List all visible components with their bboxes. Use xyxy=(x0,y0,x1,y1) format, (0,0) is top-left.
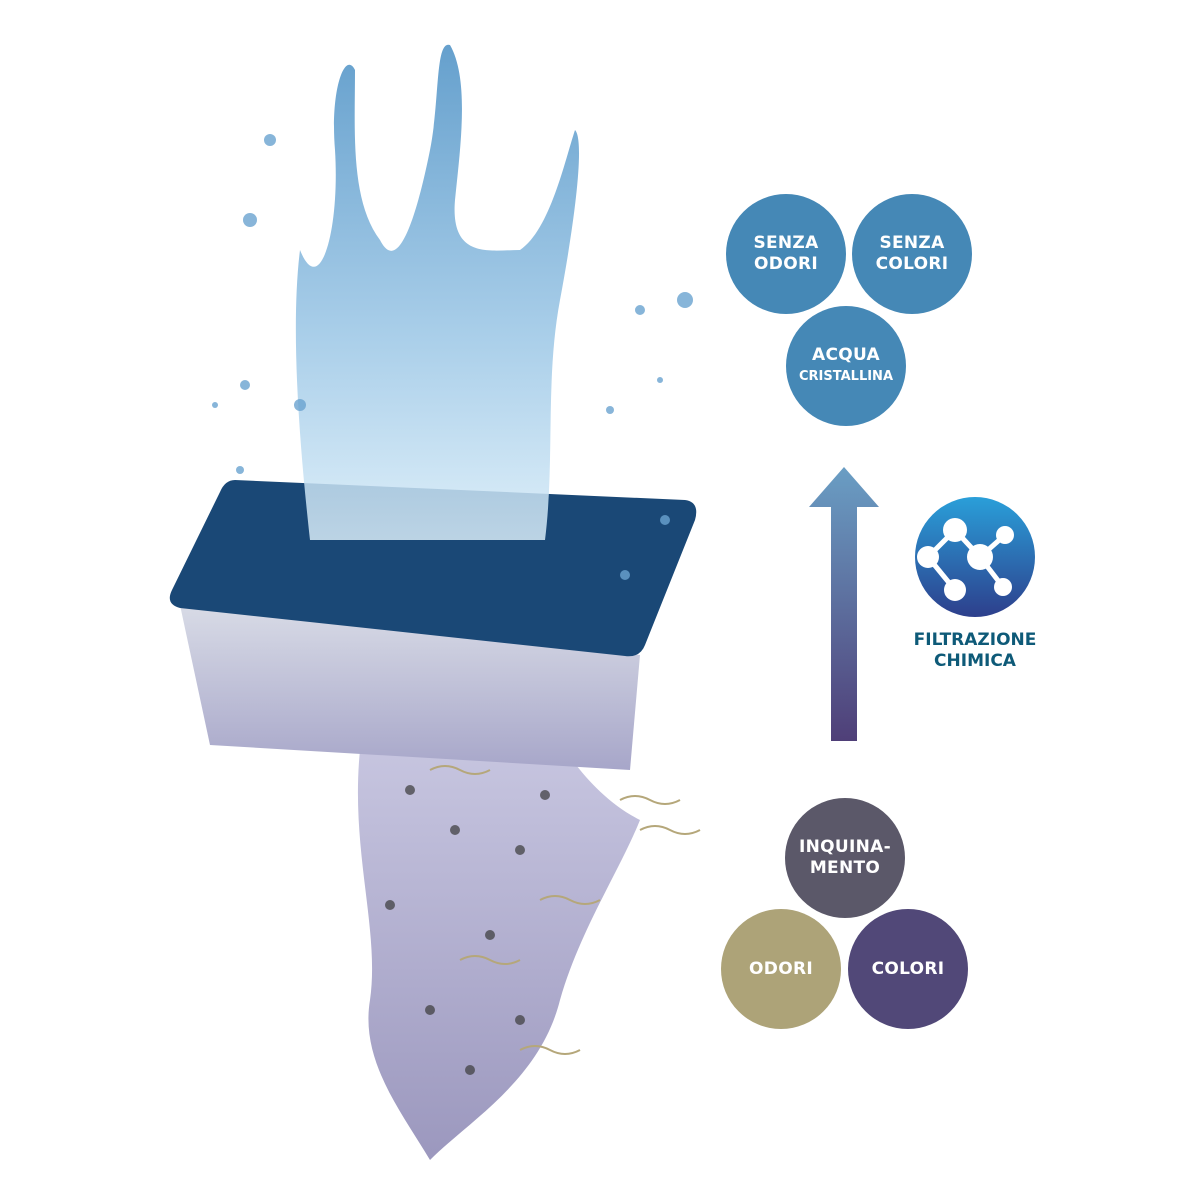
circle-line: ACQUA xyxy=(811,345,881,365)
filter-cartridge xyxy=(169,480,697,770)
circle-line: ODORI xyxy=(754,254,818,274)
input-circle-colors: COLORI xyxy=(848,909,968,1029)
water-splash xyxy=(212,44,693,580)
circle-line: MENTO xyxy=(809,858,881,878)
circle-line: INQUINA- xyxy=(799,837,891,857)
circle-line: ODORI xyxy=(749,958,813,979)
process-label-line2: CHIMICA xyxy=(934,651,1016,671)
circle-line: SENZA xyxy=(879,233,945,253)
circle-line: COLORI xyxy=(871,958,945,979)
falling-water xyxy=(357,740,701,1160)
circle-line: CRISTALLINA xyxy=(798,369,893,384)
circle-line: SENZA xyxy=(753,233,819,253)
process-label-line1: FILTRAZIONE xyxy=(913,630,1037,650)
process-label: FILTRAZIONE CHIMICA xyxy=(895,630,1055,672)
result-circle-no-odors: SENZA ODORI xyxy=(726,194,846,314)
molecule-icon xyxy=(915,497,1035,617)
input-circle-pollution: INQUINA- MENTO xyxy=(785,798,905,918)
circle-line: COLORI xyxy=(875,254,949,274)
result-circle-no-colors: SENZA COLORI xyxy=(852,194,972,314)
input-circle-odors: ODORI xyxy=(721,909,841,1029)
result-circle-crystal-water: ACQUA CRISTALLINA xyxy=(786,306,906,426)
